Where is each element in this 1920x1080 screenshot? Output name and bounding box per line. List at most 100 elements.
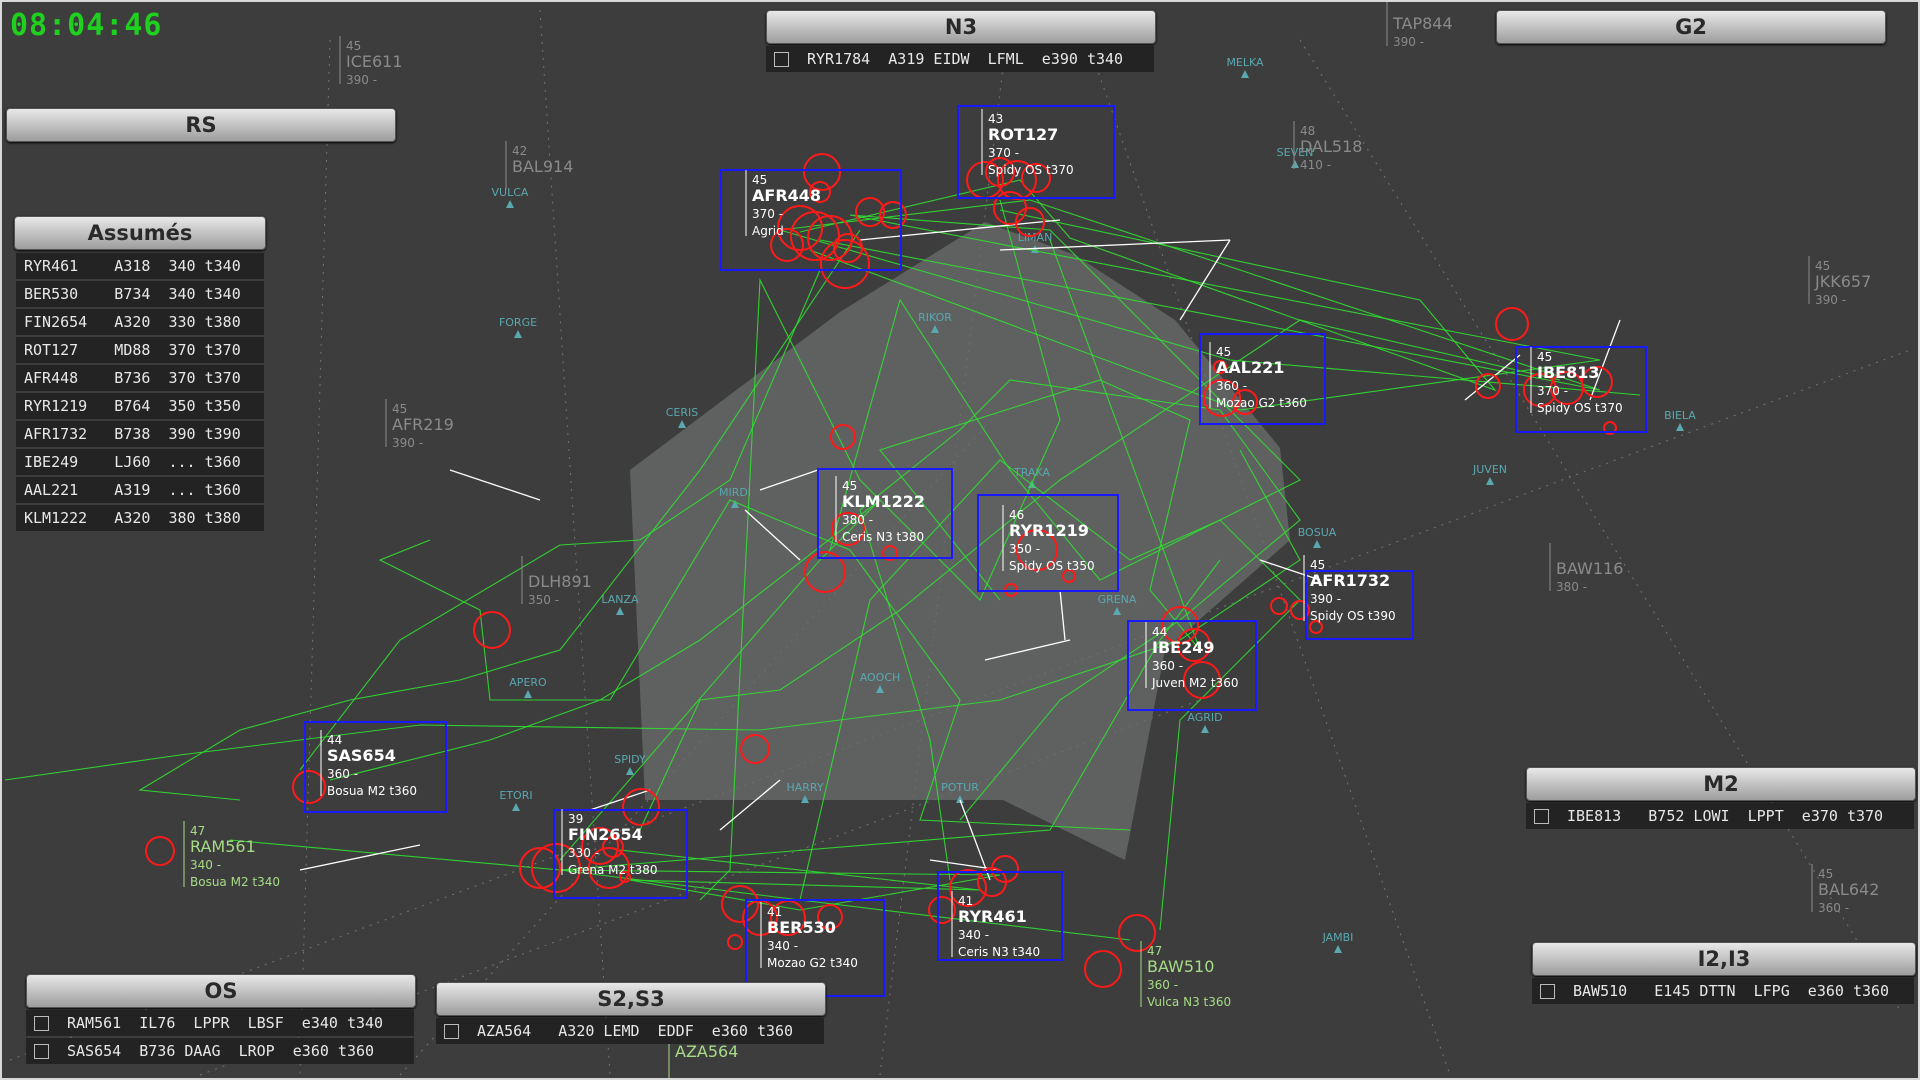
flight-row[interactable]: BAW510 E145 DTTN LFPG e360 t360	[1532, 978, 1914, 1004]
conflict-circle	[1161, 606, 1199, 644]
conflict-circle	[740, 734, 770, 764]
conflict-circle	[833, 233, 863, 263]
label-callsign: BER530	[767, 918, 836, 937]
flight-row-text: AZA564 A320 LEMD EDDF e360 t360	[477, 1022, 794, 1040]
flight-row[interactable]: AFR1732 B738 390 t390	[16, 421, 264, 447]
fix-label: APERO	[509, 676, 547, 689]
label-line: Juven M2 t360	[1151, 676, 1238, 690]
track-trail	[799, 459, 1301, 931]
m2-panel-title[interactable]: M2	[1526, 767, 1916, 801]
label-callsign: ICE611	[346, 52, 403, 71]
row-checkbox[interactable]	[1534, 808, 1549, 824]
label-box	[957, 105, 1115, 199]
row-checkbox[interactable]	[34, 1043, 49, 1059]
airway-line	[1299, 39, 1901, 1011]
flight-row-text: RAM561 IL76 LPPR LBSF e340 t340	[67, 1014, 384, 1032]
conflict-circle	[1183, 661, 1221, 699]
fix-label: JAMBI	[1322, 931, 1354, 944]
track-trail	[859, 379, 1301, 881]
conflict-circle	[1213, 360, 1227, 374]
label-callsign: ROT127	[988, 125, 1058, 144]
vector-line	[719, 779, 781, 831]
fix-label: HARRY	[786, 781, 823, 794]
i2i3-panel-title[interactable]: I2,I3	[1532, 942, 1916, 976]
flight-row[interactable]: SAS654 B736 DAAG LROP e360 t360	[26, 1038, 414, 1064]
flight-row[interactable]: AAL221 A319 ... t360	[16, 477, 264, 503]
row-checkbox[interactable]	[1540, 983, 1555, 999]
flight-row-text: BAW510 E145 DTTN LFPG e360 t360	[1573, 982, 1890, 1000]
label-line: Vulca N3 t360	[1147, 995, 1231, 1009]
flight-row[interactable]: IBE813 B752 LOWI LPPT e370 t370	[1526, 803, 1914, 829]
label-line: Grena M2 t380	[568, 863, 658, 877]
g2-panel-title[interactable]: G2	[1496, 10, 1886, 44]
conflict-circle	[770, 228, 804, 262]
label-callsign: SAS654	[327, 746, 396, 765]
flight-row[interactable]: RYR1784 A319 EIDW LFML e390 t340	[766, 46, 1154, 72]
vector-line	[984, 639, 1071, 661]
row-checkbox[interactable]	[774, 51, 789, 67]
conflict-circle	[531, 843, 581, 893]
fix-biela: BIELA	[1664, 409, 1696, 431]
flight-row[interactable]: RYR461 A318 340 t340	[16, 253, 264, 279]
label-line: Ceris N3 t340	[958, 945, 1040, 959]
label-box	[1127, 620, 1257, 711]
row-checkbox[interactable]	[444, 1023, 459, 1039]
fix-mirdi: MIRDI	[719, 486, 751, 508]
sector-area	[630, 222, 1290, 860]
conflict-circle	[1270, 597, 1288, 615]
fix-icon	[1334, 945, 1342, 953]
flight-row[interactable]: BER530 B734 340 t340	[16, 281, 264, 307]
row-checkbox[interactable]	[34, 1015, 49, 1031]
label-line: Spidy OS t350	[1009, 559, 1095, 573]
flight-row[interactable]: AZA564 A320 LEMD EDDF e360 t360	[436, 1018, 824, 1044]
vector-line	[589, 789, 651, 811]
flight-row[interactable]: ROT127 MD88 370 t370	[16, 337, 264, 363]
flight-row[interactable]: IBE249 LJ60 ... t360	[16, 449, 264, 475]
conflict-circle	[1581, 366, 1613, 398]
flight-row[interactable]: RYR1219 B764 350 t350	[16, 393, 264, 419]
n3-panel-title[interactable]: N3	[766, 10, 1156, 44]
flight-row[interactable]: KLM1222 A320 380 t380	[16, 505, 264, 531]
flight-row-text: BER530 B734 340 t340	[24, 285, 241, 303]
assumes-panel-title[interactable]: Assumés	[14, 216, 266, 250]
fix-icon	[801, 795, 809, 803]
label-line: 370 -	[988, 146, 1019, 160]
rs-panel-title[interactable]: RS	[6, 108, 396, 142]
flight-row[interactable]: FIN2654 A320 330 t380	[16, 309, 264, 335]
flight-row[interactable]: AFR448 B736 370 t370	[16, 365, 264, 391]
conflict-circle	[1495, 307, 1529, 341]
s2s3-panel-title[interactable]: S2,S3	[436, 982, 826, 1016]
conflict-circle	[928, 896, 956, 924]
label-line: Bosua M2 t360	[327, 784, 417, 798]
conflict-circle	[622, 788, 660, 826]
flight-row[interactable]: RAM561 IL76 LPPR LBSF e340 t340	[26, 1010, 414, 1036]
conflict-circle	[519, 847, 561, 889]
flight-row-text: ROT127 MD88 370 t370	[24, 341, 241, 359]
os-panel-title[interactable]: OS	[26, 974, 416, 1008]
label-line: 45	[1818, 867, 1833, 881]
